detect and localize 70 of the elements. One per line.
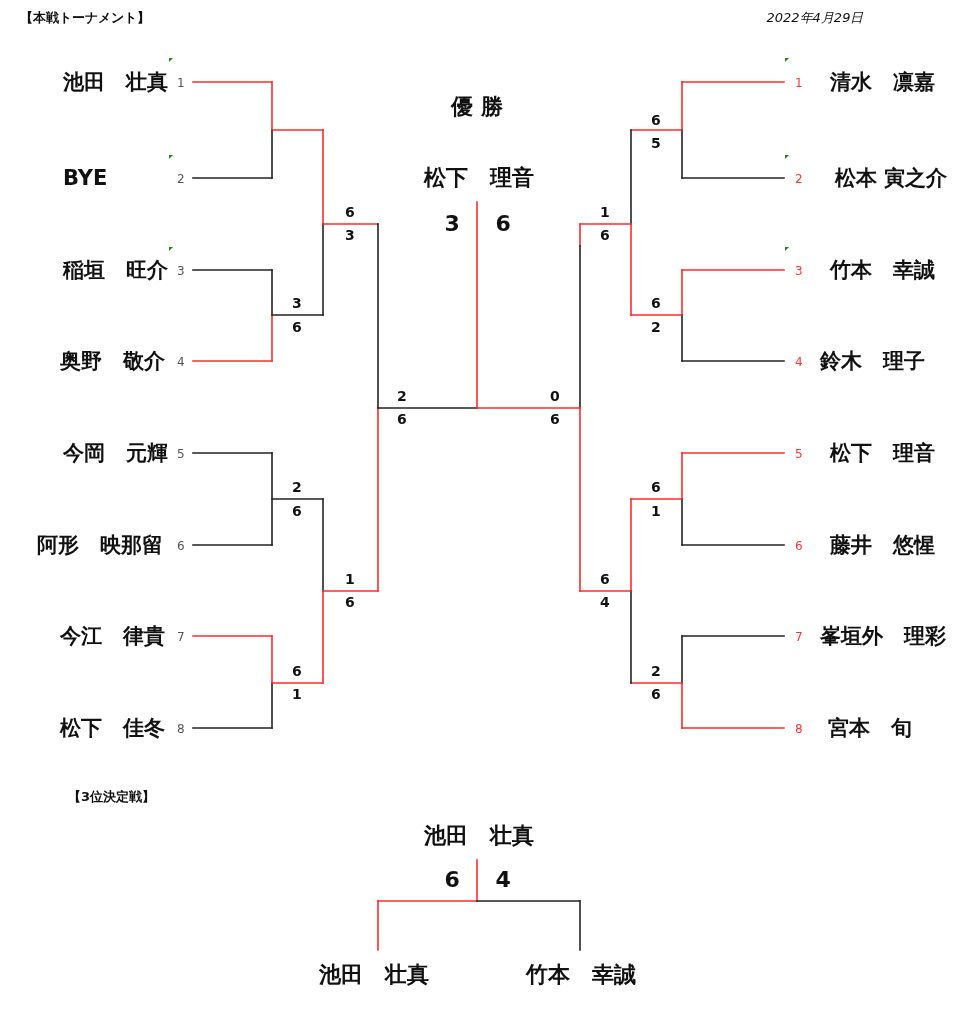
champion-heading: 優 勝 [451,95,503,120]
player-name: 奥野 敬介 [60,349,165,373]
player-name: 池田 壮真 [424,824,534,849]
seed-number: 2 [795,172,803,186]
score: 0 [550,388,560,404]
seed-number: 8 [177,722,185,736]
score: 6 [292,503,302,519]
player-name: 清水 凛嘉 [830,70,935,94]
seed-number: 1 [177,76,185,90]
score: 1 [292,686,302,702]
score: 2 [651,319,661,335]
score: 1 [600,204,610,220]
player-name: 池田 壮真 [319,963,429,988]
section-heading: 【3位決定戦】 [68,790,156,805]
player-name: 今岡 元輝 [63,441,168,465]
score: 2 [292,479,302,495]
player-name: 今江 律貴 [60,624,165,648]
score: 6 [600,227,610,243]
seed-number: 7 [177,630,185,644]
section-heading: 【本戦トーナメント】 [20,11,150,26]
seed-number: 3 [177,264,185,278]
score: 3 [292,295,302,311]
score: 6 [651,295,661,311]
score: 2 [651,663,661,679]
score: 6 [651,479,661,495]
score: 3 [444,212,460,237]
player-name: 稲垣 旺介 [63,258,168,282]
score: 2 [397,388,407,404]
score: 6 [345,204,355,220]
seed-number: 6 [795,539,803,553]
player-name: 松本 寅之介 [835,166,948,190]
score: 6 [651,686,661,702]
player-name: 松下 理音 [830,441,935,465]
seed-number: 3 [795,264,803,278]
score: 4 [600,594,610,610]
seed-number: 2 [177,172,185,186]
player-name: 藤井 悠惺 [830,533,935,557]
score: 6 [600,571,610,587]
seed-number: 8 [795,722,803,736]
player-name: 宮本 旬 [828,716,912,740]
seed-number: 4 [177,355,185,369]
score: 1 [345,571,355,587]
seed-number: 7 [795,630,803,644]
score: 6 [292,663,302,679]
score: 5 [651,135,661,151]
player-name: 松下 佳冬 [60,716,165,740]
player-name: 竹本 幸誠 [830,258,935,282]
score: 1 [651,503,661,519]
player-name: 阿形 映那留 [37,533,163,557]
seed-number: 4 [795,355,803,369]
score: 3 [345,227,355,243]
player-name: 鈴木 理子 [820,349,925,373]
score: 6 [651,112,661,128]
seed-number: 5 [795,447,803,461]
seed-number: 5 [177,447,185,461]
score: 4 [495,868,511,893]
score: 6 [444,868,460,893]
score: 6 [292,319,302,335]
player-name: BYE [63,166,108,190]
player-name: 池田 壮真 [63,70,168,94]
score: 6 [397,411,407,427]
player-name: 峯垣外 理彩 [820,624,946,648]
score: 6 [495,212,511,237]
seed-number: 1 [795,76,803,90]
seed-number: 6 [177,539,185,553]
player-name: 竹本 幸誠 [526,963,636,988]
player-name: 松下 理音 [424,166,534,191]
date-text: 2022年4月29日 [766,11,864,26]
score: 6 [345,594,355,610]
score: 6 [550,411,560,427]
